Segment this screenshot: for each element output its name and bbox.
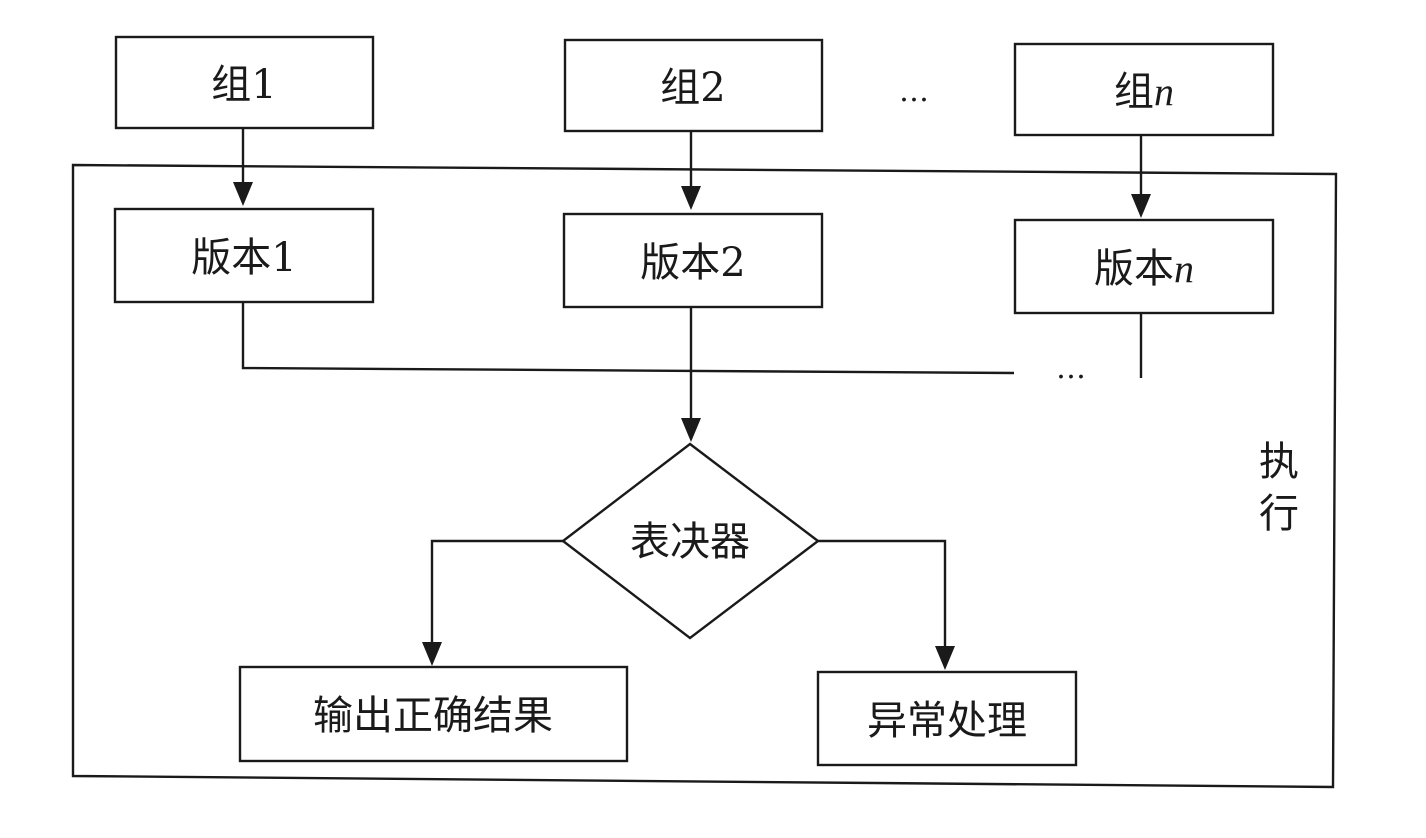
arrow-voter-to-output xyxy=(422,539,563,666)
version-1-prefix: 版本 xyxy=(191,235,271,281)
output-correct-label: 输出正确结果 xyxy=(313,693,553,739)
exception-label: 异常处理 xyxy=(867,698,1027,744)
execution-label-char-2: 行 xyxy=(1259,491,1299,537)
execution-frame xyxy=(71,163,1338,789)
svg-text:版本1: 版本1 xyxy=(191,235,296,281)
version-2-suffix: 2 xyxy=(720,240,745,286)
arrow-voter-to-exception xyxy=(818,539,955,670)
arrow-group1-to-version1 xyxy=(233,128,253,206)
version-1-suffix: 1 xyxy=(271,235,296,281)
version-2-node: 版本2 xyxy=(562,212,824,309)
group-1-prefix: 组 xyxy=(211,62,251,108)
svg-text:组2: 组2 xyxy=(660,65,725,111)
output-correct-node: 输出正确结果 xyxy=(238,665,629,763)
version-n-prefix: 版本 xyxy=(1094,246,1174,292)
version-n-node: 版本n xyxy=(1013,218,1275,315)
merge-ellipsis: … xyxy=(1056,351,1086,386)
merge-line-version1 xyxy=(241,302,1015,375)
group-n-node: 组n xyxy=(1013,42,1275,137)
execution-label-char-1: 执 xyxy=(1259,439,1299,485)
exception-node: 异常处理 xyxy=(816,670,1078,767)
svg-text:组n: 组n xyxy=(1114,69,1174,115)
svg-text:组1: 组1 xyxy=(211,62,276,108)
arrow-group2-to-version2 xyxy=(681,131,701,210)
version-n-suffix: n xyxy=(1174,246,1194,291)
arrow-version2-to-voter xyxy=(681,307,701,442)
version-2-prefix: 版本 xyxy=(640,240,720,286)
svg-text:版本2: 版本2 xyxy=(640,240,745,286)
group-2-prefix: 组 xyxy=(660,65,700,111)
arrow-groupn-to-versionn xyxy=(1131,135,1151,218)
voter-node: 表决器 xyxy=(561,442,820,640)
group-ellipsis: … xyxy=(899,74,929,109)
group-1-node: 组1 xyxy=(114,35,375,130)
version-1-node: 版本1 xyxy=(113,207,375,304)
group-2-suffix: 2 xyxy=(700,65,725,111)
group-2-node: 组2 xyxy=(563,38,824,133)
group-1-suffix: 1 xyxy=(251,62,276,108)
group-n-suffix: n xyxy=(1154,69,1174,114)
svg-text:版本n: 版本n xyxy=(1094,246,1194,292)
voter-label: 表决器 xyxy=(630,519,750,565)
group-n-prefix: 组 xyxy=(1114,69,1154,115)
